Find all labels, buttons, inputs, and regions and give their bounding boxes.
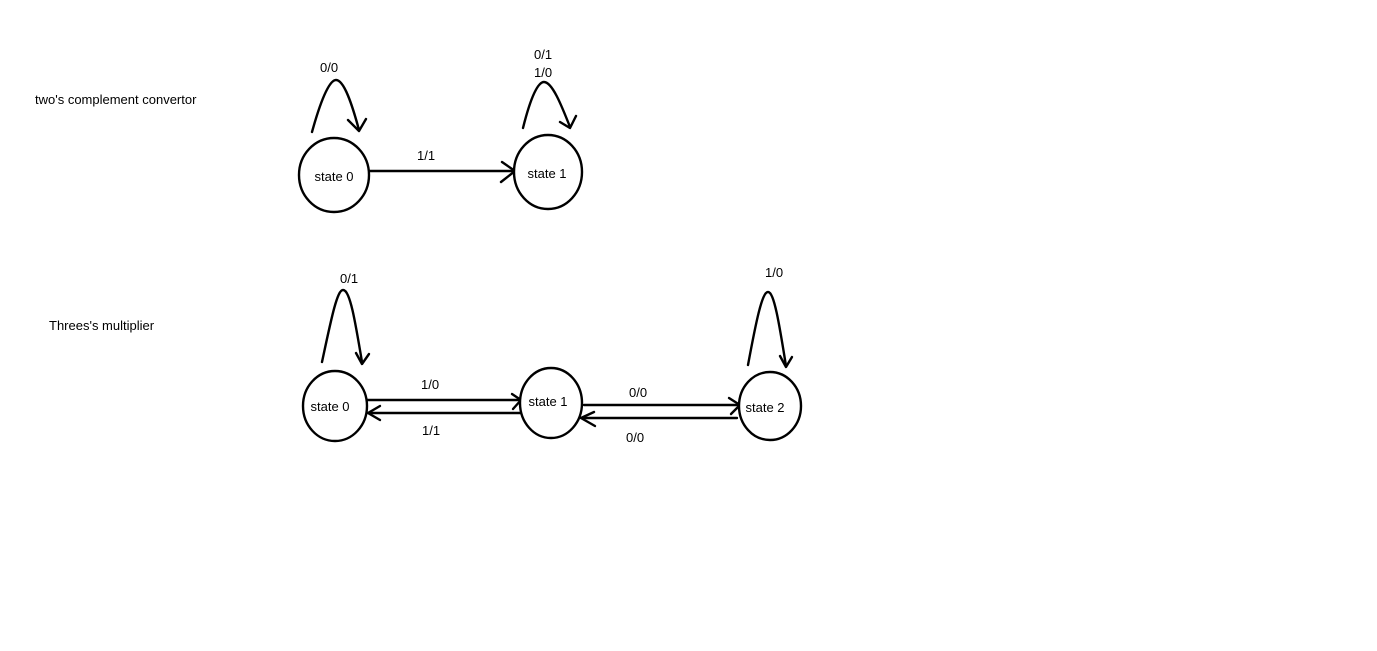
state-circle (297, 136, 371, 214)
transition-label: 1/0 (765, 265, 783, 280)
diagram-title: two's complement convertor (35, 92, 197, 107)
transition-label: 0/1 (340, 271, 358, 286)
transition-label-line-1: 0/1 (534, 47, 552, 62)
state-node-2: state 2 (737, 370, 803, 442)
twos-complement-diagram: two's complement convertor 0/0 0/1 1/0 1… (35, 47, 584, 214)
arrowhead (558, 114, 578, 130)
arrowhead (366, 404, 382, 422)
state-circle (518, 366, 584, 440)
self-loop-curve (521, 80, 572, 130)
self-loop-state-0: 0/1 (320, 271, 371, 366)
transition-s1-to-s0: 1/1 (366, 404, 529, 438)
self-loop-curve (310, 78, 361, 134)
diagram-title: Threes's multiplier (49, 318, 155, 333)
state-node-1: state 1 (512, 133, 584, 211)
arrowhead (354, 351, 371, 366)
transition-label: 0/0 (626, 430, 644, 445)
self-loop-state-0: 0/0 (310, 60, 368, 134)
state-label: state 1 (528, 394, 567, 409)
state-node-1: state 1 (518, 366, 584, 440)
transition-s0-to-s1: 1/0 (364, 377, 523, 411)
transition-label-line-2: 1/0 (534, 65, 552, 80)
transition-label: 1/0 (421, 377, 439, 392)
transition-label: 1/1 (417, 148, 435, 163)
transition-label: 1/1 (422, 423, 440, 438)
state-node-0: state 0 (301, 369, 369, 443)
arrowhead (778, 354, 794, 369)
state-label: state 0 (314, 169, 353, 184)
state-label: state 2 (745, 400, 784, 415)
state-circle (512, 133, 584, 211)
transition-s2-to-s1: 0/0 (579, 410, 739, 445)
transition-label: 0/0 (320, 60, 338, 75)
arrowhead (346, 117, 368, 133)
state-circle (737, 370, 803, 442)
state-label: state 0 (310, 399, 349, 414)
state-label: state 1 (527, 166, 566, 181)
transition-s0-to-s1: 1/1 (367, 148, 517, 184)
transition-label: 0/0 (629, 385, 647, 400)
arrowhead (579, 410, 597, 428)
state-node-0: state 0 (297, 136, 371, 214)
state-circle (301, 369, 369, 443)
self-loop-state-1: 0/1 1/0 (521, 47, 578, 130)
self-loop-curve (320, 288, 364, 364)
self-loop-state-2: 1/0 (746, 265, 794, 369)
threes-multiplier-diagram: Threes's multiplier 0/1 1/0 1/0 1/1 (49, 265, 803, 445)
transition-s1-to-s2: 0/0 (582, 385, 742, 416)
self-loop-curve (746, 290, 788, 368)
